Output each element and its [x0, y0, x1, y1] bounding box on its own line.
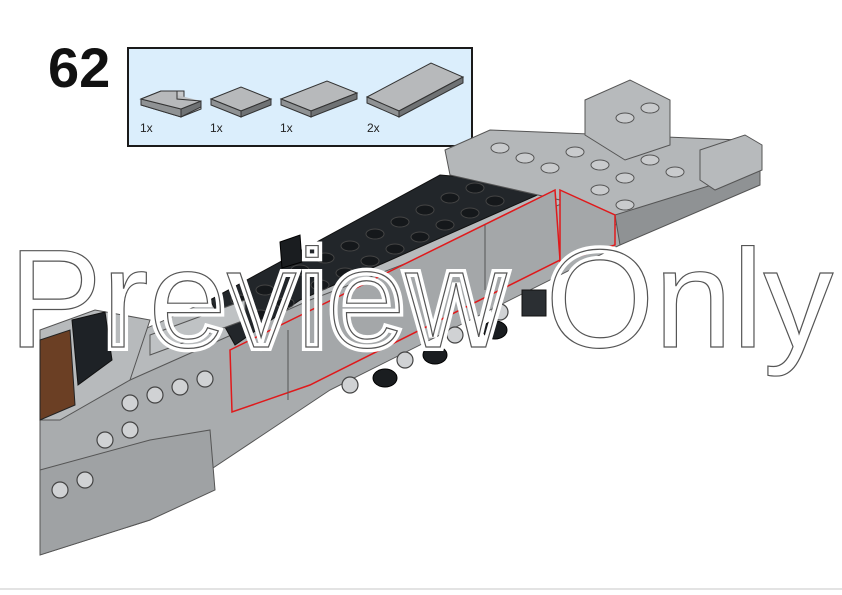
part-qty-1: 1x	[140, 121, 153, 135]
tile-2x4-icon	[365, 62, 465, 118]
step-number: 62	[48, 36, 111, 99]
footer-divider	[0, 588, 842, 590]
tile-2x3-icon	[279, 80, 359, 118]
tile-2x2-icon	[209, 86, 273, 118]
parts-callout: 1x 1x 1x 2x	[127, 47, 473, 147]
watermark-text: Preview Only	[9, 225, 834, 377]
part-qty-4: 2x	[367, 121, 380, 135]
part-qty-2: 1x	[210, 121, 223, 135]
watermark: Preview Only Preview Only	[5, 225, 838, 381]
corner-tile-icon	[139, 90, 202, 118]
parts-illustration	[139, 62, 465, 118]
watermark-text-halo: Preview Only	[9, 225, 834, 377]
part-qty-3: 1x	[280, 121, 293, 135]
